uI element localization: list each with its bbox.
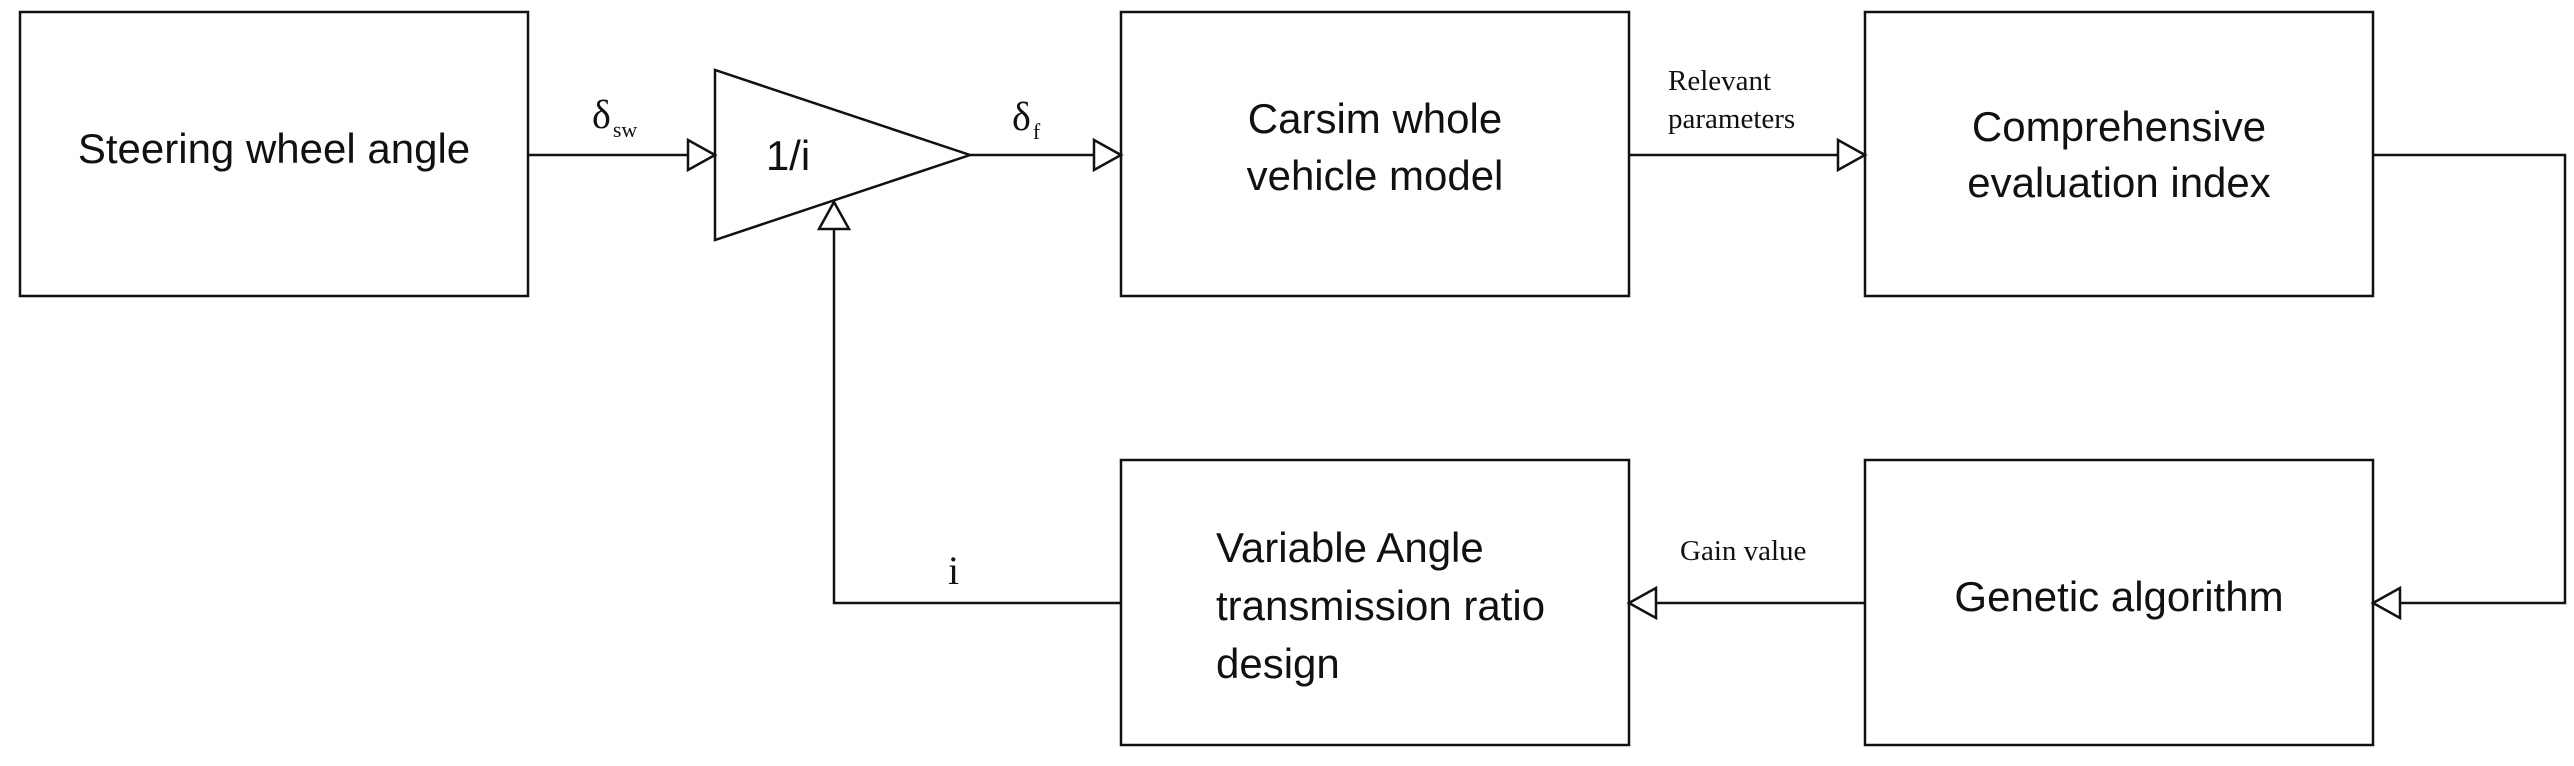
evaluation-index-label-line-1: Comprehensive (1972, 103, 2266, 150)
delta-f-subscript: f (1033, 119, 1041, 144)
relevant-parameters-label-line-2: parameters (1668, 103, 1795, 135)
arrowhead (1092, 137, 1124, 173)
evaluation-index-label-line-2: evaluation index (1967, 159, 2271, 206)
evaluation-index-block: Comprehensive evaluation index (1863, 10, 2375, 298)
genetic-algorithm-label: Genetic algorithm (1954, 573, 2283, 620)
connector-evaluation-to-genetic (2370, 153, 2567, 621)
delta-sw-subscript: sw (613, 117, 638, 142)
genetic-algorithm-block: Genetic algorithm (1863, 458, 2375, 747)
connector-steering-to-gain (528, 137, 718, 173)
transmission-ratio-label-line-2: transmission ratio (1216, 582, 1545, 629)
gain-value-label: Gain value (1680, 535, 1806, 567)
carsim-model-label-line-2: vehicle model (1247, 152, 1504, 199)
arrowhead (1836, 137, 1868, 173)
connector-gain-to-carsim (970, 137, 1124, 173)
delta-sw-label: δsw (592, 92, 637, 142)
transmission-ratio-label-line-3: design (1216, 640, 1340, 687)
arrowhead (816, 199, 852, 231)
arrowhead (1626, 585, 1658, 621)
connector-design-to-gain (816, 199, 1121, 605)
carsim-model-label-line-1: Carsim whole (1248, 95, 1502, 142)
connector-carsim-to-evaluation (1629, 137, 1868, 173)
delta-f-symbol: δ (1012, 94, 1031, 139)
gain-block: 1/i (713, 68, 974, 242)
delta-f-label: δf (1012, 94, 1041, 144)
steering-wheel-angle-label: Steering wheel angle (78, 125, 470, 172)
arrowhead (686, 137, 718, 173)
steering-wheel-angle-block: Steering wheel angle (18, 10, 530, 298)
relevant-parameters-label-line-1: Relevant (1668, 65, 1771, 97)
arrowhead (2370, 585, 2402, 621)
gain-label: 1/i (766, 132, 810, 179)
ratio-i-label: i (948, 548, 959, 593)
transmission-ratio-design-block: Variable Angle transmission ratio design (1119, 458, 1631, 747)
carsim-model-block: Carsim whole vehicle model (1119, 10, 1631, 298)
delta-sw-symbol: δ (592, 92, 611, 137)
transmission-ratio-label-line-1: Variable Angle (1216, 524, 1484, 571)
connector-genetic-to-design (1626, 585, 1865, 621)
